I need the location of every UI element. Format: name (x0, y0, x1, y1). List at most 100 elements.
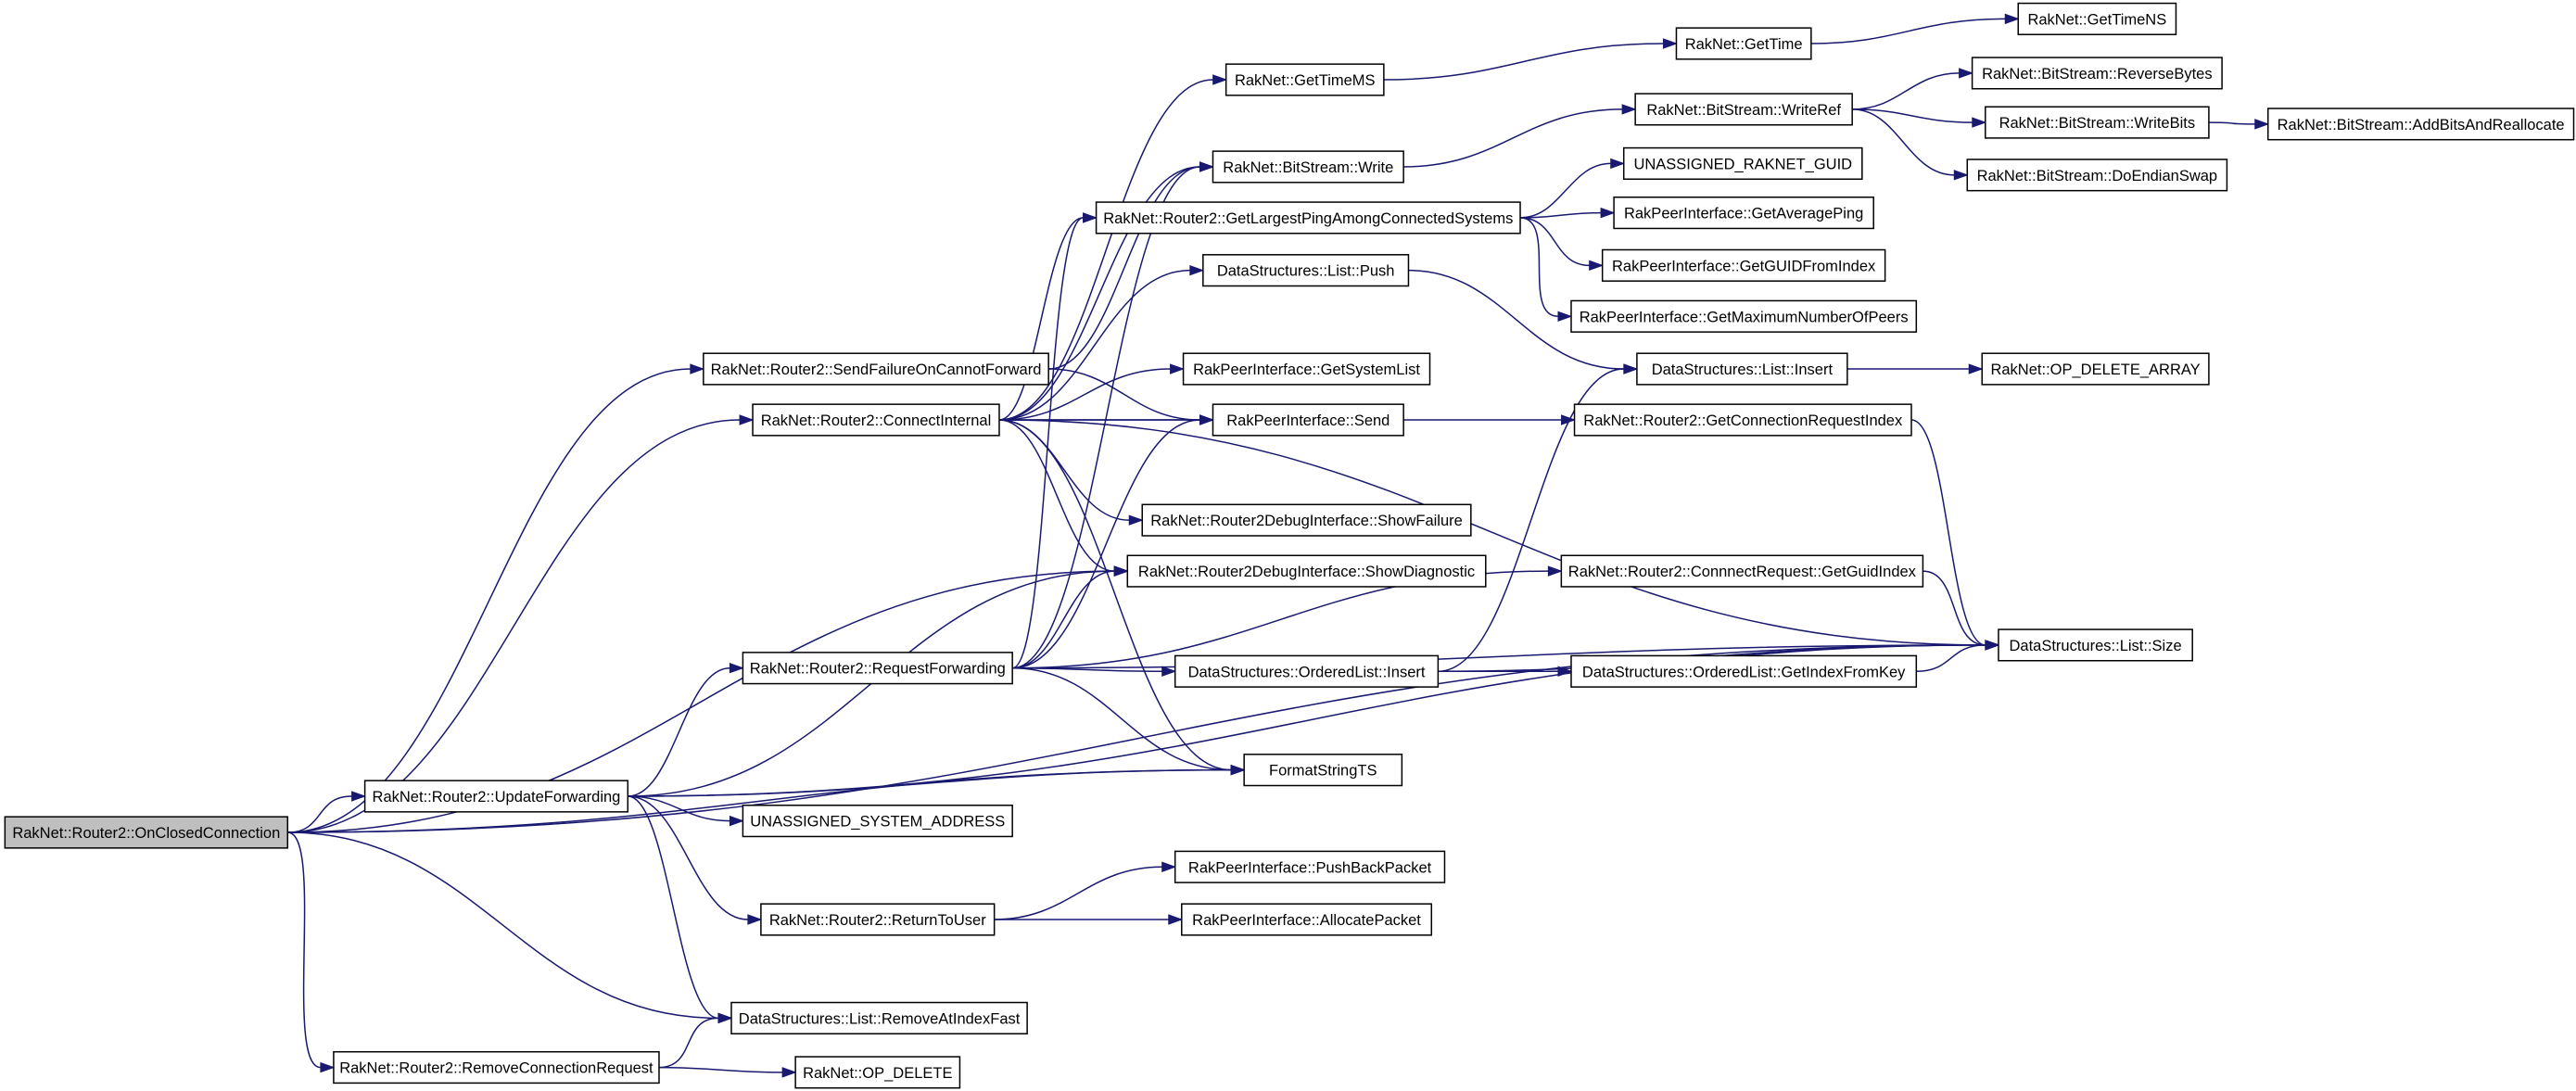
arrowhead-remove_conn_req-to-remove_at_index_fast (717, 1012, 733, 1024)
node-box (1634, 93, 1853, 126)
edge-on_closed-to-show_diagnostic (287, 570, 1115, 833)
node-label: RakNet::Router2DebugInterface::ShowDiagn… (1138, 564, 1475, 580)
arrowhead-request_forwarding-to-ordered_list_insert (1161, 666, 1177, 677)
node-label: UNASSIGNED_RAKNET_GUID (1633, 156, 1852, 172)
node-label: RakNet::OP_DELETE_ARRAY (1990, 362, 2200, 378)
edge-request_forwarding-to-show_diagnostic (1012, 570, 1115, 669)
edge-bitstream_write-to-write_ref (1403, 108, 1623, 168)
edge-update_forwarding-to-return_to_user (628, 795, 748, 920)
node-show-diagnostic[interactable]: RakNet::Router2DebugInterface::ShowDiagn… (1126, 554, 1487, 588)
node-box (1966, 159, 2228, 192)
node-get-max-peers[interactable]: RakPeerInterface::GetMaximumNumberOfPeer… (1570, 299, 1918, 333)
node-label: RakPeerInterface::AllocatePacket (1192, 912, 1421, 929)
node-label: RakNet::Router2::ReturnToUser (769, 912, 986, 929)
node-format-string-ts[interactable]: FormatStringTS (1243, 754, 1403, 787)
node-box (4, 816, 289, 849)
node-send-failure[interactable]: RakNet::Router2::SendFailureOnCannotForw… (703, 352, 1049, 386)
arrowhead-connect_internal-to-get_system_list (1170, 363, 1186, 374)
node-get-average-ping[interactable]: RakPeerInterface::GetAveragePing (1613, 197, 1874, 230)
arrowhead-get_largest_ping-to-get_guid_from_index (1589, 260, 1605, 272)
node-get-guid-from-index[interactable]: RakPeerInterface::GetGUIDFromIndex (1601, 248, 1886, 282)
arrowhead-connect_internal-to-get_time_ms (1212, 74, 1228, 85)
node-list-size[interactable]: DataStructures::List::Size (1998, 628, 2193, 662)
node-label: UNASSIGNED_SYSTEM_ADDRESS (750, 814, 1005, 831)
node-box (363, 780, 629, 813)
node-write-ref[interactable]: RakNet::BitStream::WriteRef (1634, 93, 1853, 126)
node-reverse-bytes[interactable]: RakNet::BitStream::ReverseBytes (1971, 57, 2223, 90)
node-box (742, 805, 1013, 838)
arrowhead-ordered_list_insert-to-list_insert (1623, 363, 1639, 374)
edge-get_guid_index-to-list_size (1922, 570, 1986, 646)
node-request-forwarding[interactable]: RakNet::Router2::RequestForwarding (742, 652, 1013, 685)
node-label: DataStructures::OrderedList::GetIndexFro… (1582, 664, 1906, 680)
node-ordered-list-insert[interactable]: DataStructures::OrderedList::Insert (1174, 654, 1440, 688)
node-return-to-user[interactable]: RakNet::Router2::ReturnToUser (760, 903, 996, 936)
node-op-delete-array[interactable]: RakNet::OP_DELETE_ARRAY (1981, 352, 2210, 386)
node-box (1573, 403, 1912, 437)
arrowhead-get_time-to-get_time_ns (2004, 13, 2020, 25)
arrowhead-bitstream_write-to-write_ref (1621, 104, 1637, 115)
node-remove-conn-req[interactable]: RakNet::Router2::RemoveConnectionRequest (333, 1050, 660, 1085)
node-unassigned-guid[interactable]: UNASSIGNED_RAKNET_GUID (1622, 146, 1863, 181)
node-label: RakPeerInterface::GetMaximumNumberOfPeer… (1580, 309, 1909, 325)
node-op-delete[interactable]: RakNet::OP_DELETE (794, 1056, 961, 1089)
edge-get_index_from_key-to-list_size (1916, 644, 1986, 673)
arrowhead-request_forwarding-to-get_guid_index (1547, 565, 1563, 577)
node-box (1181, 903, 1433, 936)
node-show-failure[interactable]: RakNet::Router2DebugInterface::ShowFailu… (1141, 503, 1472, 537)
edge-write_ref-to-reverse_bytes (1852, 72, 1960, 110)
node-add-bits-realloc[interactable]: RakNet::BitStream::AddBitsAndReallocate (2266, 108, 2575, 141)
arrowhead-write_ref-to-do_endian_swap (1953, 170, 1969, 181)
node-label: DataStructures::OrderedList::Insert (1188, 664, 1426, 680)
node-label: RakNet::BitStream::ReverseBytes (1982, 66, 2213, 82)
arrowhead-write_ref-to-write_bits (1972, 117, 1987, 128)
node-box (794, 1056, 961, 1089)
node-get-index-from-key[interactable]: DataStructures::OrderedList::GetIndexFro… (1570, 654, 1918, 688)
node-allocate-packet[interactable]: RakPeerInterface::AllocatePacket (1181, 903, 1433, 936)
edge-request_forwarding-to-rakpeer_send (1012, 419, 1200, 669)
arrowhead-get_largest_ping-to-get_average_ping (1600, 207, 1616, 219)
node-do-endian-swap[interactable]: RakNet::BitStream::DoEndianSwap (1966, 159, 2228, 192)
node-get-time-ns[interactable]: RakNet::GetTimeNS (2017, 2, 2177, 35)
edge-connect_internal-to-show_diagnostic (998, 419, 1115, 572)
edge-write_bits-to-add_bits_realloc (2208, 121, 2255, 125)
node-label: DataStructures::List::Push (1217, 263, 1395, 280)
node-push-back-packet[interactable]: RakPeerInterface::PushBackPacket (1174, 850, 1446, 883)
node-label: RakNet::BitStream::Write (1223, 159, 1393, 176)
node-label: RakNet::Router2::OnClosedConnection (12, 825, 280, 842)
node-get-largest-ping[interactable]: RakNet::Router2::GetLargestPingAmongConn… (1095, 201, 1521, 235)
edge-list_push-to-list_insert (1408, 269, 1624, 370)
arrowhead-on_closed-to-update_forwarding (351, 791, 367, 802)
node-remove-at-index-fast[interactable]: DataStructures::List::RemoveAtIndexFast (730, 1001, 1028, 1034)
node-box (1095, 201, 1521, 235)
node-label: RakNet::Router2::GetLargestPingAmongConn… (1103, 210, 1513, 227)
node-list-insert[interactable]: DataStructures::List::Insert (1636, 352, 1848, 386)
node-get-time-ms[interactable]: RakNet::GetTimeMS (1225, 63, 1385, 96)
node-get-time[interactable]: RakNet::GetTime (1675, 27, 1812, 60)
edge-connect_internal-to-get_system_list (998, 368, 1171, 421)
node-label: DataStructures::List::RemoveAtIndexFast (739, 1010, 1021, 1027)
node-update-forwarding[interactable]: RakNet::Router2::UpdateForwarding (363, 780, 629, 813)
edge-connect_internal-to-format_string_ts (998, 419, 1232, 771)
node-on-closed[interactable]: RakNet::Router2::OnClosedConnection (4, 816, 289, 849)
node-get-conn-req-index[interactable]: RakNet::Router2::GetConnectionRequestInd… (1573, 403, 1912, 437)
node-get-guid-index[interactable]: RakNet::Router2::ConnnectRequest::GetGui… (1560, 554, 1924, 588)
edge-connect_internal-to-get_time_ms (998, 79, 1213, 421)
edge-update_forwarding-to-unassigned_sys_addr (628, 795, 730, 822)
edge-connect_internal-to-show_failure (998, 419, 1130, 521)
edge-on_closed-to-remove_conn_req (287, 831, 322, 1069)
node-unassigned-sys-addr[interactable]: UNASSIGNED_SYSTEM_ADDRESS (742, 805, 1013, 838)
node-box (1622, 146, 1863, 181)
node-connect-internal[interactable]: RakNet::Router2::ConnectInternal (752, 403, 1000, 437)
node-list-push[interactable]: DataStructures::List::Push (1202, 254, 1410, 287)
edge-remove_conn_req-to-remove_at_index_fast (658, 1017, 718, 1069)
node-bitstream-write[interactable]: RakNet::BitStream::Write (1212, 150, 1404, 184)
node-box (1141, 503, 1472, 537)
node-label: RakPeerInterface::GetGUIDFromIndex (1612, 258, 1876, 274)
node-write-bits[interactable]: RakNet::BitStream::WriteBits (1985, 106, 2210, 139)
node-get-system-list[interactable]: RakPeerInterface::GetSystemList (1182, 352, 1431, 386)
node-box (1636, 352, 1848, 386)
node-rakpeer-send[interactable]: RakPeerInterface::Send (1212, 403, 1404, 437)
edge-write_ref-to-do_endian_swap (1852, 108, 1955, 176)
